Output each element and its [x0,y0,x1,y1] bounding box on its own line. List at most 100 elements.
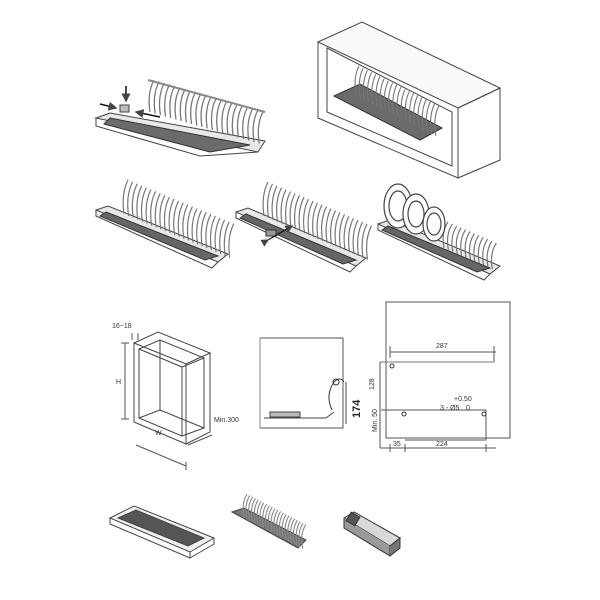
rack-finger [358,67,364,99]
rack-finger [252,109,259,143]
rack-finger [168,198,175,234]
rack-finger [352,219,359,255]
rack-finger [140,187,147,222]
rack-finger [301,524,307,549]
rack-finger [434,105,440,136]
rack-finger [298,196,305,232]
rack-finger [425,101,431,132]
tolerance-zero-label: 0 [466,405,470,412]
rack-finger [271,185,278,220]
rack-finger [473,234,480,262]
rack-finger [205,213,212,249]
rack-finger [270,508,276,533]
rack-tray [94,112,266,157]
rack-finger [276,187,283,222]
arrow-left-icon [134,109,161,118]
rack-finger [295,521,301,546]
rack-finger [214,217,221,253]
rack-finger [136,185,143,220]
rack-finger [236,105,243,138]
height-label: H [116,379,121,386]
rack-finger [191,208,198,243]
rack-finger [348,217,355,253]
rack-finger [417,97,423,128]
rack-finger [257,111,264,144]
rack-finger [294,195,301,230]
rack-finger [242,106,249,140]
rack-finger [343,215,350,251]
dim-35-label: 35 [393,441,401,448]
dim-128-label: 128 [369,378,376,390]
rack-finger [184,90,191,123]
rack-finger [292,519,298,545]
rack-finger [404,90,410,122]
rack-finger [223,221,230,256]
rack-finger [375,76,381,107]
clearance-label: 174 [351,399,363,418]
rack-finger [334,212,341,247]
rack-finger [250,498,256,523]
rack-finger [122,179,129,215]
rack-finger [330,210,337,245]
rack-finger [298,522,304,548]
rack-finger [145,189,152,224]
mounting-bracket-part [343,511,401,557]
rack-finger [371,74,377,105]
rack-finger [396,86,402,118]
rack-finger [179,88,186,122]
min-50-label: Min. 50 [372,409,379,432]
rack-finger [153,81,160,114]
rack-finger [127,181,134,216]
width-label: W [155,430,162,437]
rack-finger [154,193,161,228]
rack-finger [219,219,226,254]
rack-finger [245,495,251,520]
rack-finger [367,72,373,103]
rack-finger [177,202,184,237]
hole-spec-label: 3 - Ø5 [440,405,460,412]
rack-finger [312,202,319,237]
side-section-drawing [259,337,347,429]
rack-finger [148,79,155,113]
rack-finger [159,194,166,230]
mounting-layout-drawing [379,301,511,452]
rack-finger [284,515,290,540]
rack-finger [460,229,467,256]
rack-finger [231,103,238,137]
rack-finger [379,78,385,109]
rack-finger [392,84,398,115]
rack-finger [210,97,217,131]
rack-finger [413,95,419,126]
rack-finger [362,69,368,101]
rack-finger [366,225,373,260]
rack-finger [200,94,207,128]
mounting-clip [119,104,130,113]
rack-finger [388,82,394,113]
rack-finger [131,183,138,218]
rack-finger [446,223,453,251]
rack-finger [242,493,248,519]
rack-finger [339,214,346,249]
rack-finger [477,236,484,264]
rack-finger [190,91,197,125]
drip-tray-part [108,505,216,559]
rack-finger [316,204,323,239]
plates [383,183,446,242]
rack-finger [409,93,415,124]
rack-finger [174,87,181,120]
rack-finger [216,99,223,132]
rack-finger [280,189,287,224]
rack-finger [226,102,233,135]
rack-finger [164,84,171,117]
double-arrow-icon [260,225,294,247]
rack-finger [400,88,406,120]
rack-top-rail [147,79,266,113]
rack-finger [383,80,389,111]
rack-finger [267,183,274,218]
dish-rack-part [230,493,307,549]
rack-finger [267,506,273,532]
rack-finger [158,82,165,116]
cabinet-dimension-drawing [121,331,213,470]
rack-finger [186,206,193,241]
